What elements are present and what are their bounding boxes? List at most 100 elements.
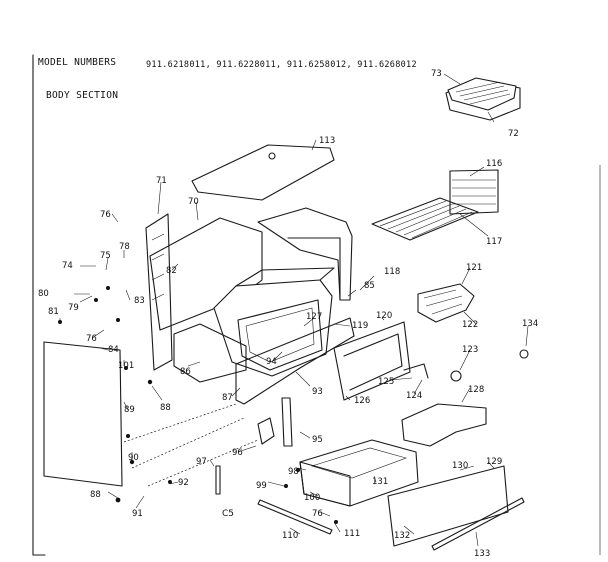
callout-88b: 88 bbox=[90, 490, 101, 500]
callout-119: 119 bbox=[352, 321, 368, 331]
callout-76a: 76 bbox=[100, 210, 111, 220]
door-frame-120 bbox=[333, 321, 411, 401]
callout-70: 70 bbox=[188, 197, 199, 207]
callout-126: 126 bbox=[354, 396, 370, 406]
callout-73: 73 bbox=[431, 69, 442, 79]
callout-120: 120 bbox=[376, 311, 392, 321]
callout-88a: 88 bbox=[160, 403, 171, 413]
side-panel-70 bbox=[149, 217, 263, 331]
broiler-insert-grid bbox=[455, 81, 511, 105]
callout-99: 99 bbox=[256, 481, 267, 491]
callout-78: 78 bbox=[119, 242, 130, 252]
callout-86: 86 bbox=[180, 367, 191, 377]
callout-95: 95 bbox=[312, 435, 323, 445]
oven-rack-bars bbox=[379, 200, 473, 239]
broiler-insert-73 bbox=[447, 77, 517, 111]
callout-129: 129 bbox=[486, 457, 502, 467]
vent-grille-slots bbox=[452, 179, 496, 205]
callout-72: 72 bbox=[508, 129, 519, 139]
side-panel-84 bbox=[43, 341, 123, 487]
rear-body-85-b bbox=[287, 237, 341, 301]
callout-94: 94 bbox=[266, 357, 277, 367]
callout-71: 71 bbox=[156, 176, 167, 186]
model-numbers-list: 911.6218011, 911.6228011, 911.6258012, 9… bbox=[146, 60, 417, 70]
oven-cavity-inner bbox=[245, 307, 315, 363]
callouts: 113 73 72 116 117 71 70 76 78 75 74 82 8… bbox=[38, 69, 538, 559]
callout-101: 101 bbox=[118, 361, 134, 371]
callout-130: 130 bbox=[452, 461, 468, 471]
callout-90: 90 bbox=[128, 453, 139, 463]
callout-128: 128 bbox=[468, 385, 484, 395]
clip-96 bbox=[257, 417, 275, 445]
bottom-frame-86 bbox=[173, 323, 247, 383]
callout-100: 100 bbox=[304, 493, 320, 503]
callout-96: 96 bbox=[232, 448, 243, 458]
callout-74: 74 bbox=[62, 261, 73, 271]
callout-80: 80 bbox=[38, 289, 49, 299]
callout-93: 93 bbox=[312, 387, 323, 397]
assembly-line-a bbox=[123, 403, 237, 443]
callout-84: 84 bbox=[108, 345, 119, 355]
sensor-bracket-124 bbox=[403, 363, 429, 379]
callout-113: 113 bbox=[319, 136, 335, 146]
callout-134: 134 bbox=[522, 319, 538, 329]
callout-123: 123 bbox=[462, 345, 478, 355]
oven-rack-117 bbox=[371, 197, 479, 241]
callout-110: 110 bbox=[282, 531, 298, 541]
callout-116: 116 bbox=[486, 159, 502, 169]
oven-top-frame bbox=[235, 267, 335, 287]
bracket-95 bbox=[281, 397, 293, 447]
model-numbers-label: MODEL NUMBERS bbox=[38, 57, 117, 68]
callout-98: 98 bbox=[288, 467, 299, 477]
drawer-panel-130 bbox=[387, 465, 509, 547]
door-frame-120-inner bbox=[343, 333, 403, 391]
top-panel-113 bbox=[191, 144, 335, 201]
callout-97: 97 bbox=[196, 457, 207, 467]
callout-leaders bbox=[59, 73, 529, 547]
callout-82: 82 bbox=[166, 266, 177, 276]
callout-76b: 76 bbox=[86, 334, 97, 344]
code-label: C5 bbox=[222, 509, 234, 519]
thermostat-bulb-123 bbox=[450, 370, 462, 382]
callout-127: 127 bbox=[306, 312, 322, 322]
assembly-line-b bbox=[131, 417, 245, 469]
broil-element-128 bbox=[401, 403, 487, 447]
drawer-front-100 bbox=[299, 461, 351, 507]
drawer-inner bbox=[310, 447, 407, 479]
bake-element-122 bbox=[417, 283, 475, 323]
part-97 bbox=[215, 465, 221, 495]
callout-133: 133 bbox=[474, 549, 490, 559]
vent-grille-116 bbox=[449, 169, 499, 215]
callout-121: 121 bbox=[466, 263, 482, 273]
callout-85: 85 bbox=[364, 281, 375, 291]
side-panel-71 bbox=[145, 213, 173, 371]
callout-117: 117 bbox=[486, 237, 502, 247]
callout-83: 83 bbox=[134, 296, 145, 306]
rear-body-85 bbox=[257, 207, 353, 301]
callout-91: 91 bbox=[132, 509, 143, 519]
drawer-slide-110 bbox=[257, 499, 333, 535]
callout-118: 118 bbox=[384, 267, 400, 277]
callout-81: 81 bbox=[48, 307, 59, 317]
oven-cavity-face bbox=[237, 299, 323, 371]
side-panel-71-holes bbox=[151, 233, 165, 301]
callout-124: 124 bbox=[406, 391, 422, 401]
callout-92: 92 bbox=[178, 478, 189, 488]
top-panel-hole bbox=[268, 152, 276, 160]
drawer-rod-133 bbox=[431, 497, 525, 551]
callout-111: 111 bbox=[344, 529, 360, 539]
part-134 bbox=[519, 349, 529, 359]
callout-79: 79 bbox=[68, 303, 79, 313]
page-border-left bbox=[32, 54, 46, 556]
callout-76c: 76 bbox=[312, 509, 323, 519]
callout-87: 87 bbox=[222, 393, 233, 403]
section-title: BODY SECTION bbox=[46, 90, 119, 101]
callout-131: 131 bbox=[372, 477, 388, 487]
callout-125: 125 bbox=[378, 377, 394, 387]
callout-75: 75 bbox=[100, 251, 111, 261]
front-frame-87 bbox=[235, 317, 355, 405]
bake-element-coils bbox=[423, 289, 463, 315]
screws bbox=[58, 286, 338, 524]
